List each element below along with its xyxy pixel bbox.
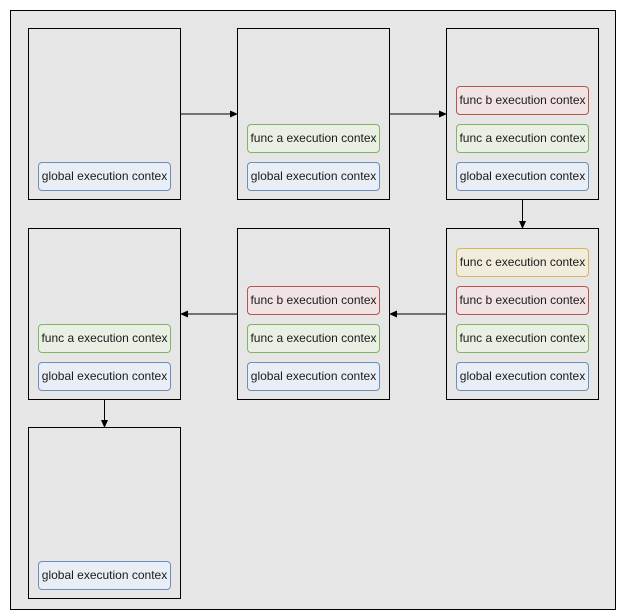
global-execution-context: global execution contex	[456, 162, 589, 191]
func-a-execution-context: func a execution contex	[247, 324, 380, 353]
func-b-execution-context: func b execution contex	[247, 286, 380, 315]
global-execution-context: global execution contex	[38, 362, 171, 391]
func-a-execution-context: func a execution contex	[247, 124, 380, 153]
global-execution-context: global execution contex	[38, 561, 171, 590]
global-execution-context: global execution contex	[456, 362, 589, 391]
global-execution-context: global execution contex	[247, 362, 380, 391]
func-b-execution-context: func b execution contex	[456, 286, 589, 315]
call-stack-step-1: global execution contex	[28, 28, 181, 200]
func-b-execution-context: func b execution contex	[456, 86, 589, 115]
call-stack-step-6: global execution contex func a execution …	[28, 228, 181, 400]
global-execution-context: global execution contex	[38, 162, 171, 191]
func-a-execution-context: func a execution contex	[38, 324, 171, 353]
func-c-execution-context: func c execution contex	[456, 248, 589, 277]
global-execution-context: global execution contex	[247, 162, 380, 191]
call-stack-step-2: global execution contex func a execution …	[237, 28, 390, 200]
call-stack-step-4: global execution contex func a execution …	[446, 228, 599, 400]
call-stack-step-3: global execution contex func a execution …	[446, 28, 599, 200]
call-stack-step-7: global execution contex	[28, 427, 181, 599]
call-stack-step-5: global execution contex func a execution …	[237, 228, 390, 400]
func-a-execution-context: func a execution contex	[456, 324, 589, 353]
func-a-execution-context: func a execution contex	[456, 124, 589, 153]
